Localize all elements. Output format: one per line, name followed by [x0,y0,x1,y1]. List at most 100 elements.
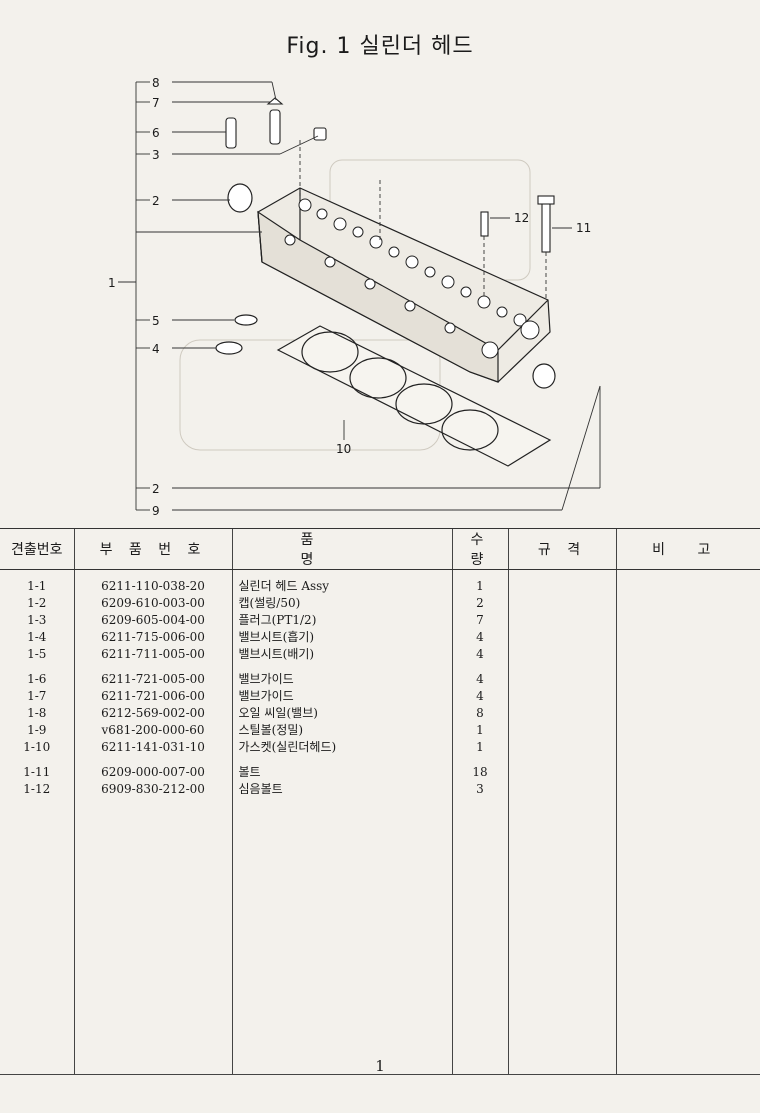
callout-no: 1-3 [27,613,47,627]
callout-no: 1-11 [23,765,51,779]
table-row: 1-5 6211-711-005-00 밸브시트(배기) 4 [0,646,760,663]
table-row: 1-2 6209-610-003-00 캡(썰링/50) 2 [0,595,760,612]
part-number: 6211-715-006-00 [73,629,232,646]
callout-5: 5 [152,314,160,328]
remarks [615,612,760,629]
table-row: 1-6 6211-721-005-00 밸브가이드 4 [0,671,760,688]
part-number: 6209-605-004-00 [73,612,232,629]
callout-no: 1-4 [27,630,47,644]
callout-2-bottom: 2 [152,482,160,496]
table-row: 1-10 6211-141-031-10 가스켓(실린더헤드) 1 [0,739,760,756]
remarks [615,629,760,646]
part-name: 플러그(PT1/2) [231,612,452,629]
quantity: 18 [451,764,508,781]
quantity: 8 [451,705,508,722]
table-header-row: 견출번호 부 품 번 호 품 명 수 량 규 격 비 고 [0,528,760,570]
parts-table: 견출번호 부 품 번 호 품 명 수 량 규 격 비 고 1-1 6211-11… [0,528,760,1075]
part-number: 6209-610-003-00 [73,595,232,612]
head-gasket [276,325,552,467]
remarks [615,595,760,612]
quantity: 4 [451,629,508,646]
header-spec: 규 격 [507,528,616,570]
part-name: 실린더 헤드 Assy [231,578,452,595]
remarks [615,781,760,798]
part-name: 오일 씨일(밸브) [231,705,452,722]
part-number: 6209-000-007-00 [73,764,232,781]
spec [507,739,616,756]
header-part-name: 품 명 [231,528,452,570]
header-remarks: 비 고 [615,528,760,570]
quantity: 4 [451,671,508,688]
part-number: 6211-711-005-00 [73,646,232,663]
part-name: 밸브가이드 [231,671,452,688]
spec [507,646,616,663]
valve-guide-and-seal [225,97,327,149]
header-part-no: 부 품 번 호 [73,528,232,570]
callout-10: 10 [336,442,351,456]
spec [507,781,616,798]
header-callout-no: 견출번호 [0,528,74,570]
part-name: 스틸볼(정밀) [231,722,452,739]
callout-12: 12 [514,211,529,225]
part-name: 밸브시트(배기) [231,646,452,663]
part-number: 6212-569-002-00 [73,705,232,722]
table-row: 1-7 6211-721-006-00 밸브가이드 4 [0,688,760,705]
part-number: 6211-110-038-20 [73,578,232,595]
remarks [615,722,760,739]
callout-no: 1-9 [27,723,47,737]
callout-no: 1-1 [27,579,47,593]
valve-seat-rings [215,183,556,389]
quantity: 7 [451,612,508,629]
spec [507,671,616,688]
table-row: 1-11 6209-000-007-00 볼트 18 [0,764,760,781]
part-number: 6909-830-212-00 [73,781,232,798]
table-row: 1-1 6211-110-038-20 실린더 헤드 Assy 1 [0,578,760,595]
exploded-view-diagram: 1 2 3 4 5 6 7 8 2 9 10 11 12 [108,76,601,518]
callout-2-top: 2 [152,194,160,208]
page-number: 1 [375,1057,385,1075]
part-name: 밸브가이드 [231,688,452,705]
part-number: 6211-721-005-00 [73,671,232,688]
callout-no: 1-8 [27,706,47,720]
remarks [615,764,760,781]
table-row: 1-3 6209-605-004-00 플러그(PT1/2) 7 [0,612,760,629]
part-name: 볼트 [231,764,452,781]
callout-no: 1-2 [27,596,47,610]
quantity: 3 [451,781,508,798]
quantity: 4 [451,688,508,705]
quantity: 4 [451,646,508,663]
figure-title: Fig. 1 실린더 헤드 [286,34,474,59]
table-row: 1-8 6212-569-002-00 오일 씨일(밸브) 8 [0,705,760,722]
remarks [615,688,760,705]
spec [507,764,616,781]
spec [507,578,616,595]
leader-lines [118,81,601,511]
part-number: 6211-141-031-10 [73,739,232,756]
spec [507,629,616,646]
remarks [615,578,760,595]
cylinder-head-body [257,187,551,383]
callout-11: 11 [576,221,591,235]
callout-labels: 1 2 3 4 5 6 7 8 2 9 10 11 12 [108,76,591,518]
spec [507,612,616,629]
callout-8: 8 [152,76,160,90]
callout-no: 1-12 [23,782,51,796]
callout-3: 3 [152,148,160,162]
head-bolt-holes [284,198,540,359]
quantity: 1 [451,578,508,595]
spec [507,722,616,739]
part-name: 밸브시트(흡기) [231,629,452,646]
callout-9: 9 [152,504,160,518]
part-number: 6211-721-006-00 [73,688,232,705]
quantity: 1 [451,739,508,756]
part-name: 가스켓(실린더헤드) [231,739,452,756]
callout-no: 1-6 [27,672,47,686]
header-qty: 수 량 [451,528,508,570]
table-row: 1-4 6211-715-006-00 밸브시트(흡기) 4 [0,629,760,646]
callout-4: 4 [152,342,160,356]
callout-1: 1 [108,276,116,290]
table-row: 1-12 6909-830-212-00 심음볼트 3 [0,781,760,798]
spec [507,705,616,722]
quantity: 1 [451,722,508,739]
